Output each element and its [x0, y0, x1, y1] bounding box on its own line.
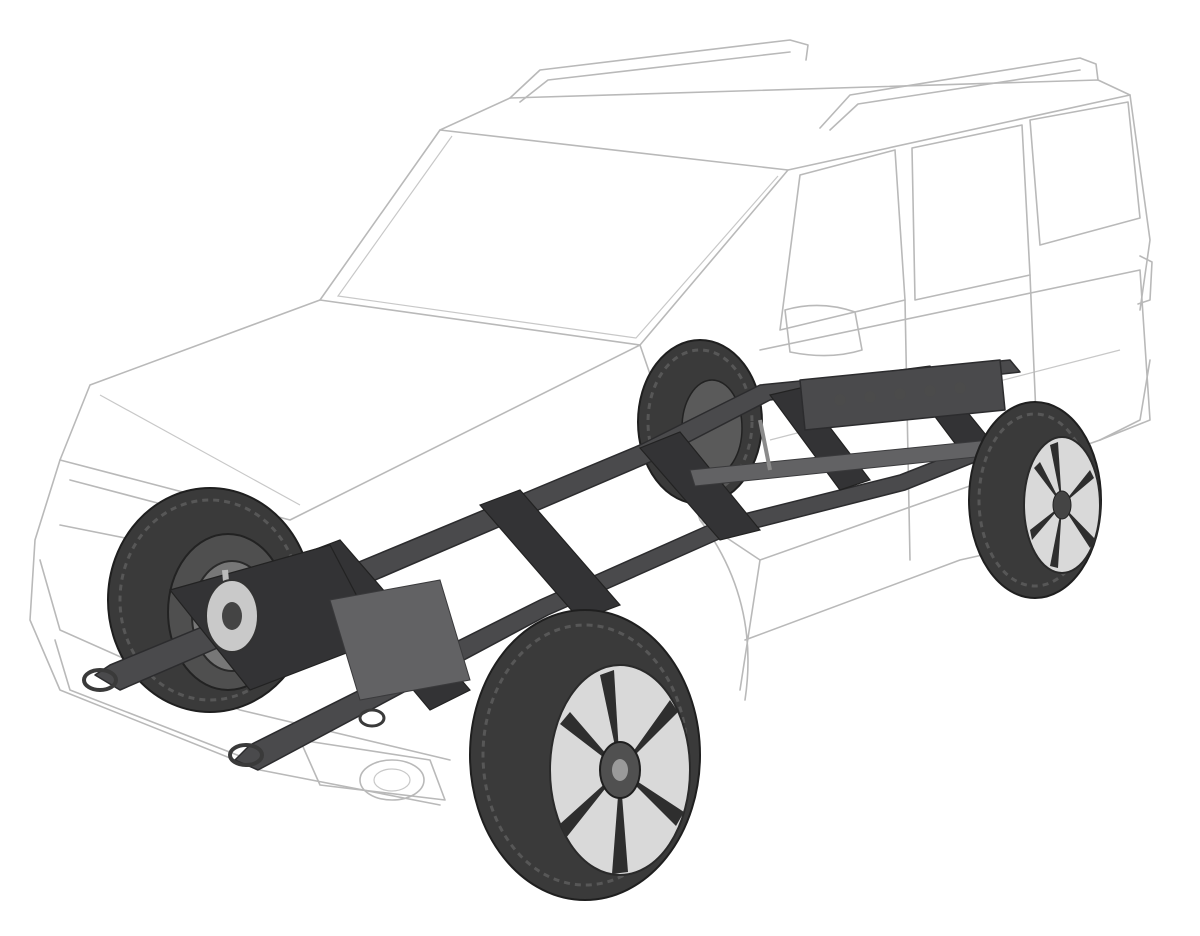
front-near-wheel — [469, 609, 701, 901]
rear-near-wheel — [968, 401, 1102, 599]
front-left-brake-disc — [205, 579, 259, 653]
